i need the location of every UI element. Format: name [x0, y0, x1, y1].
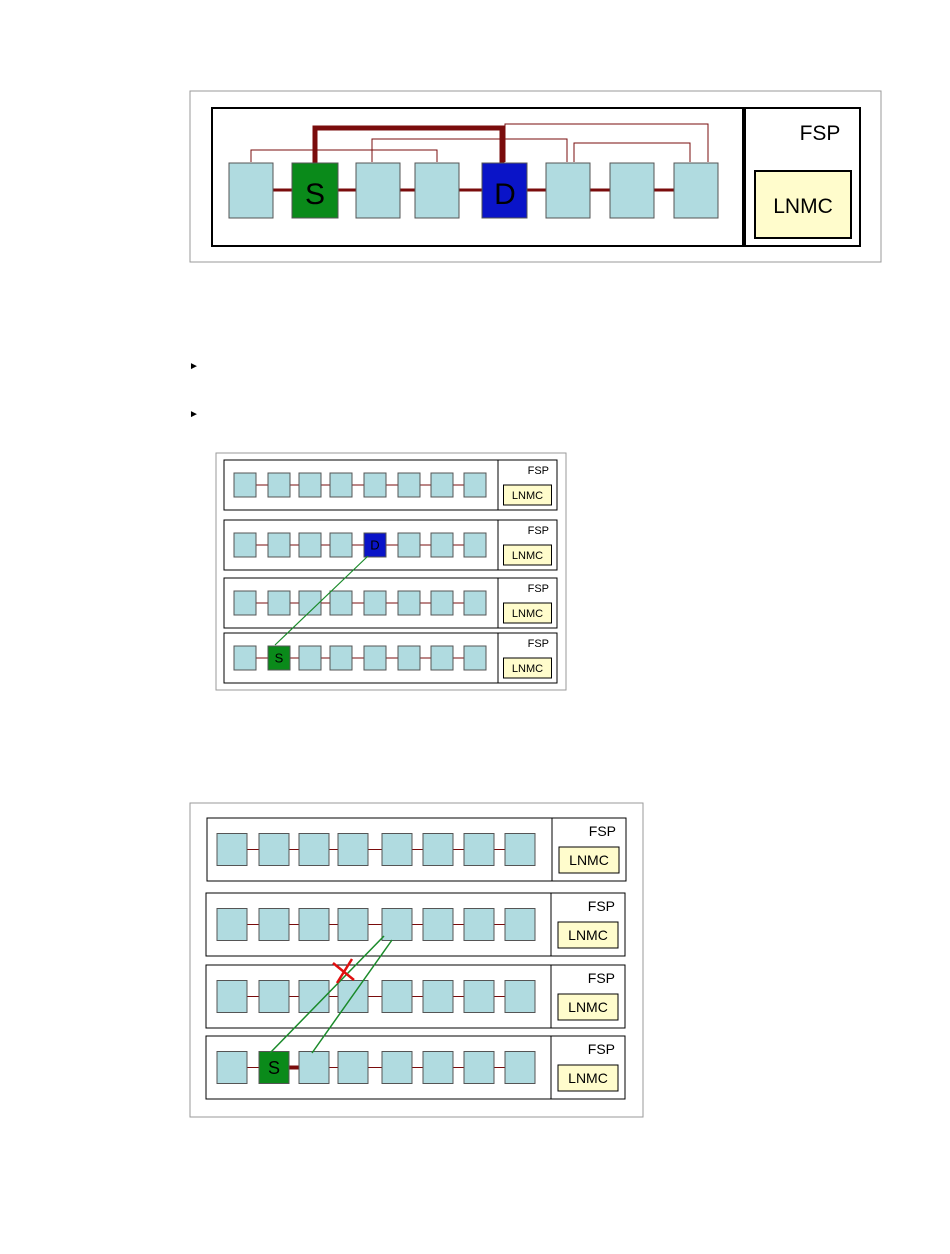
node: [299, 1052, 329, 1084]
node: [217, 909, 247, 941]
node: [423, 909, 453, 941]
drawer: FSP LNMC: [206, 893, 625, 956]
lnmc-label: LNMC: [568, 927, 608, 943]
node: [505, 981, 535, 1013]
node: [464, 834, 494, 866]
node: [338, 1052, 368, 1084]
lnmc-label: LNMC: [568, 999, 608, 1015]
node: [382, 834, 412, 866]
node: [259, 834, 289, 866]
fsp-label: FSP: [588, 970, 615, 986]
node: [299, 909, 329, 941]
drawer: FSP LNMC: [206, 965, 625, 1028]
node: [505, 834, 535, 866]
node: [259, 909, 289, 941]
node: [505, 1052, 535, 1084]
node: [423, 834, 453, 866]
node: [382, 981, 412, 1013]
fsp-label: FSP: [588, 1041, 615, 1057]
node: [338, 834, 368, 866]
node: [217, 834, 247, 866]
node: [217, 981, 247, 1013]
fsp-label: FSP: [588, 898, 615, 914]
node: [338, 909, 368, 941]
lnmc-label: LNMC: [568, 1070, 608, 1086]
node: [464, 981, 494, 1013]
drawer: S FSP LNMC: [206, 1036, 625, 1099]
source-label: S: [268, 1058, 280, 1078]
lnmc-label: LNMC: [569, 852, 609, 868]
node: [259, 981, 289, 1013]
node: [217, 1052, 247, 1084]
node: [382, 1052, 412, 1084]
node: [464, 909, 494, 941]
node: [505, 909, 535, 941]
node: [338, 981, 368, 1013]
node: [464, 1052, 494, 1084]
node: [423, 981, 453, 1013]
drawer: FSP LNMC: [207, 818, 626, 881]
node: [299, 834, 329, 866]
node: [423, 1052, 453, 1084]
fsp-label: FSP: [589, 823, 616, 839]
node: [382, 909, 412, 941]
